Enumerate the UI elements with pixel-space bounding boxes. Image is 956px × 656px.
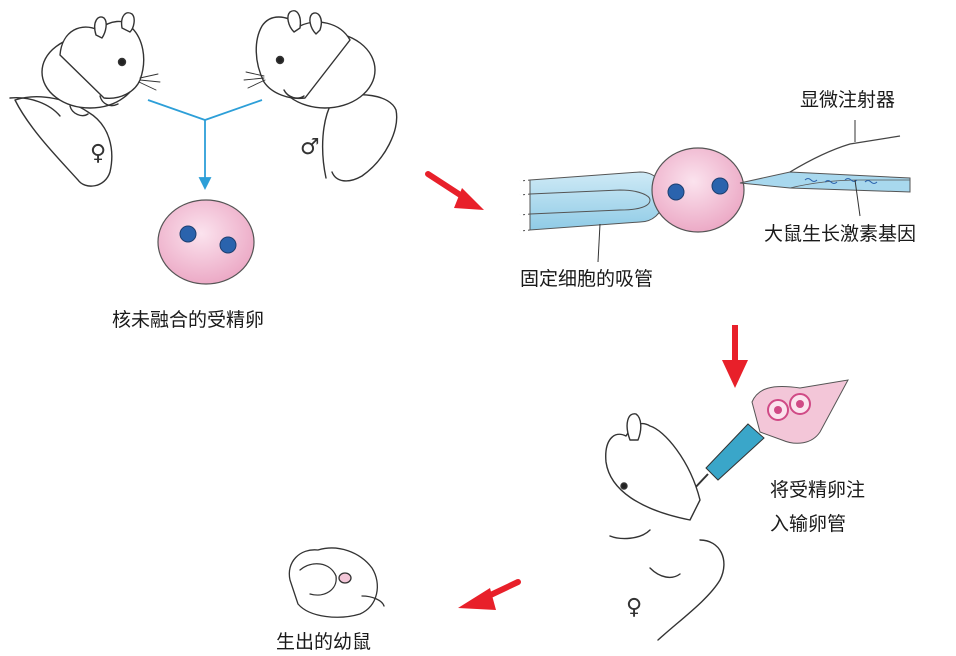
fertilization-connector bbox=[147, 99, 263, 191]
male-parent-mouse bbox=[243, 10, 398, 182]
recipient-female-mouse bbox=[605, 413, 725, 641]
arrow-to-transfer bbox=[722, 325, 748, 388]
arrow-to-offspring bbox=[458, 579, 521, 610]
female-symbol-host: ♀ bbox=[626, 595, 642, 620]
female-parent-mouse bbox=[9, 12, 161, 187]
offspring-label: 生出的幼鼠 bbox=[276, 631, 371, 653]
zygote-label: 核未融合的受精卵 bbox=[112, 309, 264, 331]
female-symbol-top: ♀ bbox=[90, 141, 106, 166]
gene-label: 大鼠生长激素基因 bbox=[764, 223, 916, 245]
injection-label-line1: 将受精卵注 bbox=[770, 479, 865, 501]
injection-label-line2: 入输卵管 bbox=[770, 513, 846, 535]
microinjector-label: 显微注射器 bbox=[800, 89, 895, 111]
injection-cell bbox=[651, 147, 745, 233]
holding-pipette bbox=[519, 171, 665, 263]
zygote-cell bbox=[157, 199, 255, 285]
transfer-syringe bbox=[675, 379, 849, 509]
pipette-label: 固定细胞的吸管 bbox=[520, 268, 653, 290]
microinjector-needle bbox=[739, 120, 911, 217]
offspring-mice bbox=[288, 547, 385, 618]
male-symbol-top: ♂ bbox=[300, 135, 320, 160]
arrow-to-injection bbox=[425, 171, 484, 210]
